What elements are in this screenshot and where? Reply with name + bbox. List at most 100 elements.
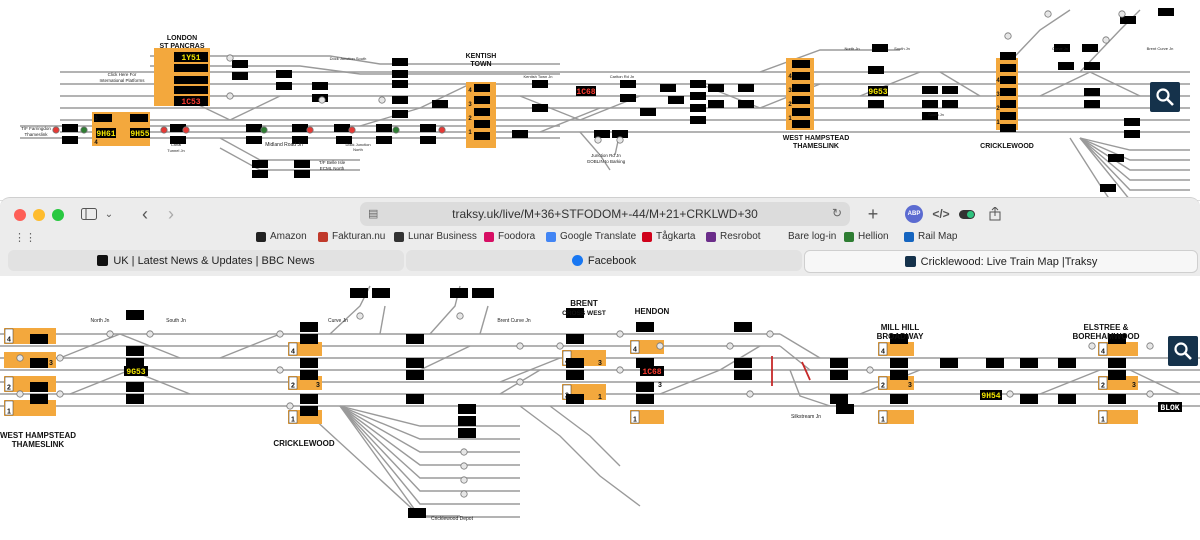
browser-tab-2[interactable]: Cricklewood: Live Train Map |Traksy <box>804 250 1198 273</box>
signal-berth[interactable] <box>1084 100 1100 108</box>
signal-berth[interactable] <box>406 370 424 380</box>
train-headcode-box[interactable] <box>640 366 664 376</box>
signal-berth[interactable] <box>1084 62 1100 70</box>
train-headcode-box[interactable] <box>124 366 148 376</box>
signal-berth[interactable] <box>474 96 490 104</box>
signal-berth[interactable] <box>922 112 938 120</box>
tab-group-chevron-icon[interactable]: ⌄ <box>104 208 114 220</box>
close-window-button[interactable] <box>14 209 26 221</box>
signal-berth[interactable] <box>246 136 262 144</box>
signal-berth[interactable] <box>792 120 810 128</box>
signal-berth[interactable] <box>458 404 476 414</box>
signal-berth[interactable] <box>566 358 584 368</box>
signal-berth[interactable] <box>620 94 636 102</box>
signal-berth[interactable] <box>252 170 268 178</box>
signal-berth[interactable] <box>1054 44 1070 52</box>
signal-berth[interactable] <box>392 58 408 66</box>
signal-berth[interactable] <box>532 104 548 112</box>
signal-berth[interactable] <box>1000 112 1016 120</box>
signal-berth[interactable] <box>690 104 706 112</box>
signal-berth[interactable] <box>708 84 724 92</box>
signal-berth[interactable] <box>130 114 148 122</box>
bookmark-t-gkarta[interactable]: Tågkarta <box>642 231 695 242</box>
reload-icon[interactable]: ↻ <box>831 206 842 220</box>
signal-berth[interactable] <box>292 124 308 132</box>
signal-berth[interactable] <box>126 358 144 368</box>
signal-berth[interactable] <box>872 44 888 52</box>
signal-berth[interactable] <box>474 132 490 140</box>
address-bar[interactable]: ▤ traksy.uk/live/M+36+STFODOM+-44/M+21+C… <box>360 202 850 226</box>
signal-berth[interactable] <box>1108 358 1126 368</box>
signal-berth[interactable] <box>232 72 248 80</box>
bookmark-google-translate[interactable]: Google Translate <box>546 231 636 242</box>
signal-berth[interactable] <box>1000 64 1016 72</box>
signal-berth[interactable] <box>408 508 426 518</box>
signal-berth[interactable] <box>690 116 706 124</box>
signal-berth[interactable] <box>252 160 268 168</box>
signal-berth[interactable] <box>372 288 390 298</box>
signal-berth[interactable] <box>636 382 654 392</box>
train-headcode-box[interactable] <box>868 86 888 96</box>
signal-berth[interactable] <box>300 370 318 380</box>
signal-berth[interactable] <box>300 334 318 344</box>
signal-berth[interactable] <box>30 382 48 392</box>
signal-berth[interactable] <box>890 394 908 404</box>
apps-grid-icon[interactable]: ⋮⋮ <box>14 232 36 244</box>
signal-berth[interactable] <box>734 358 752 368</box>
signal-berth[interactable] <box>922 100 938 108</box>
signal-berth[interactable] <box>376 136 392 144</box>
signal-berth[interactable] <box>458 428 476 438</box>
train-headcode-box[interactable] <box>130 128 150 138</box>
signal-berth[interactable] <box>1082 44 1098 52</box>
signal-berth[interactable] <box>392 80 408 88</box>
signal-berth[interactable] <box>126 346 144 356</box>
signal-berth[interactable] <box>334 124 350 132</box>
signal-berth[interactable] <box>246 124 262 132</box>
signal-berth[interactable] <box>1000 124 1016 132</box>
signal-berth[interactable] <box>890 370 908 380</box>
signal-berth[interactable] <box>392 70 408 78</box>
signal-berth[interactable] <box>734 322 752 332</box>
signal-berth[interactable] <box>300 406 318 416</box>
signal-berth[interactable] <box>458 416 476 426</box>
new-tab-button[interactable]: + <box>867 203 879 224</box>
back-button[interactable]: ‹ <box>142 203 148 224</box>
signal-berth[interactable] <box>1000 52 1016 60</box>
signal-berth[interactable] <box>174 76 208 84</box>
signal-berth[interactable] <box>126 394 144 404</box>
signal-berth[interactable] <box>432 100 448 108</box>
bookmark-lunar-business[interactable]: Lunar Business <box>394 231 477 242</box>
bookmark-hellion[interactable]: Hellion <box>844 231 889 242</box>
signal-berth[interactable] <box>94 114 112 122</box>
signal-berth[interactable] <box>636 394 654 404</box>
signal-berth[interactable] <box>566 308 584 318</box>
signal-berth[interactable] <box>830 370 848 380</box>
train-headcode-box[interactable] <box>96 128 116 138</box>
train-headcode-box[interactable] <box>174 96 208 106</box>
bookmark-rail-map[interactable]: Rail Map <box>904 231 957 242</box>
signal-berth[interactable] <box>986 358 1004 368</box>
signal-berth[interactable] <box>868 100 884 108</box>
signal-berth[interactable] <box>1108 370 1126 380</box>
signal-berth[interactable] <box>668 96 684 104</box>
share-button[interactable] <box>984 203 1006 225</box>
signal-berth[interactable] <box>532 80 548 88</box>
signal-berth[interactable] <box>474 108 490 116</box>
search-button-top[interactable] <box>1150 82 1180 112</box>
train-headcode-box[interactable] <box>576 86 596 96</box>
signal-berth[interactable] <box>30 334 48 344</box>
signal-berth[interactable] <box>636 358 654 368</box>
signal-berth[interactable] <box>1108 334 1126 344</box>
signal-berth[interactable] <box>660 84 676 92</box>
search-button-bottom[interactable] <box>1168 336 1198 366</box>
signal-berth[interactable] <box>690 80 706 88</box>
signal-berth[interactable] <box>1124 130 1140 138</box>
signal-berth[interactable] <box>30 394 48 404</box>
browser-tab-1[interactable]: Facebook <box>406 250 802 271</box>
signal-berth[interactable] <box>1000 76 1016 84</box>
signal-berth[interactable] <box>594 130 610 138</box>
signal-berth[interactable] <box>566 370 584 380</box>
signal-berth[interactable] <box>620 80 636 88</box>
signal-berth[interactable] <box>922 86 938 94</box>
signal-berth[interactable] <box>350 288 368 298</box>
